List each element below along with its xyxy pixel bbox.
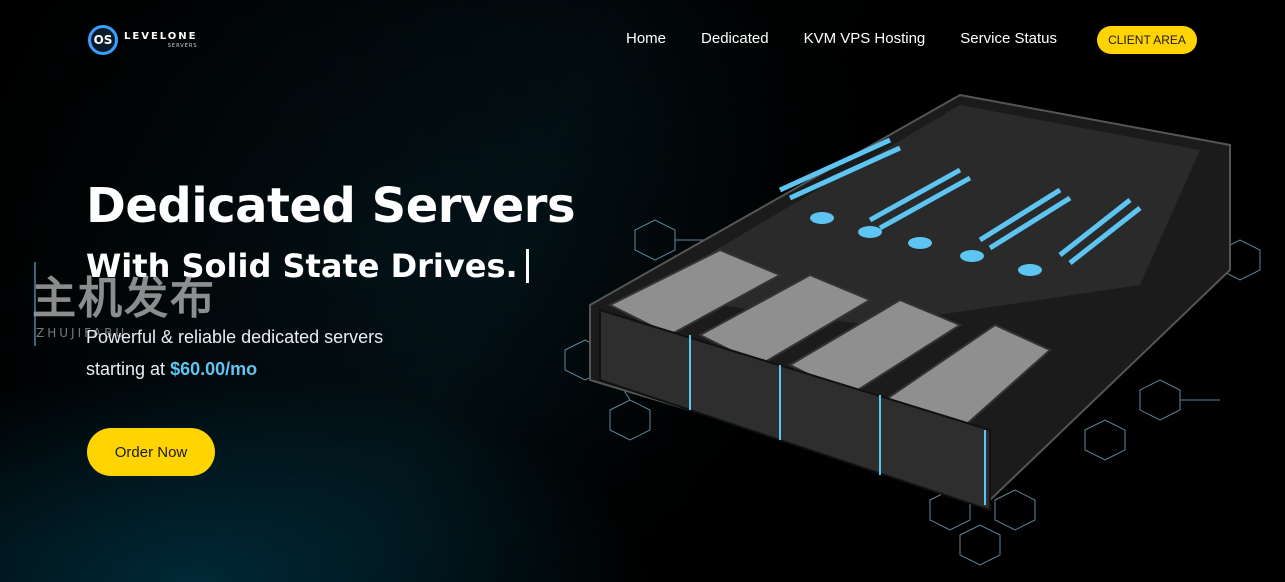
typing-caret — [525, 248, 529, 283]
hero-price: $60.00/mo — [170, 358, 258, 379]
watermark-subtext: ZHUJIFABU — [36, 326, 128, 340]
hero-desc-line2: starting at $60.00/mo — [86, 353, 606, 385]
site-logo[interactable]: OS LEVELONE SERVERS — [88, 25, 198, 55]
logo-sub-text: SERVERS — [167, 42, 198, 49]
top-navbar: OS LEVELONE SERVERS Home Dedicated KVM V… — [0, 0, 1285, 80]
hero-subtitle-text: With Solid State Drives. — [86, 246, 518, 285]
logo-main-text: LEVELONE — [124, 30, 198, 42]
watermark-line — [34, 262, 36, 346]
logo-mark-icon: OS — [88, 25, 118, 55]
nav-dedicated-link[interactable]: Dedicated — [701, 30, 769, 47]
order-now-button[interactable]: Order Now — [87, 428, 215, 476]
watermark: 主机发布 ZHUJIFABU — [32, 262, 216, 346]
server-front-panel — [599, 308, 991, 512]
nav-service-status-link[interactable]: Service Status — [960, 30, 1057, 47]
hero-desc-line1: Powerful & reliable dedicated servers — [86, 326, 384, 347]
hero-content: Dedicated Servers With Solid State Drive… — [86, 180, 606, 385]
hero-subtitle: With Solid State Drives. — [86, 247, 606, 285]
ram-icon — [778, 137, 1142, 265]
hero-title: Dedicated Servers — [86, 178, 576, 234]
server-top — [640, 105, 1200, 325]
main-menu: Home Dedicated KVM VPS Hosting Service S… — [626, 30, 1057, 47]
drive-bays — [607, 248, 1052, 432]
hero-description: Powerful & reliable dedicated servers st… — [86, 321, 606, 385]
logo-text: LEVELONE SERVERS — [124, 30, 198, 49]
drive-led-icon — [689, 335, 986, 505]
hero-desc-prefix: starting at — [86, 358, 166, 379]
nav-kvm-vps-link[interactable]: KVM VPS Hosting — [803, 30, 926, 47]
client-area-button[interactable]: CLIENT AREA — [1097, 26, 1197, 54]
watermark-text: 主机发布 — [32, 273, 216, 324]
nav-home-link[interactable]: Home — [626, 30, 667, 47]
server-illustration — [564, 93, 1261, 566]
fan-icon — [810, 212, 1042, 276]
